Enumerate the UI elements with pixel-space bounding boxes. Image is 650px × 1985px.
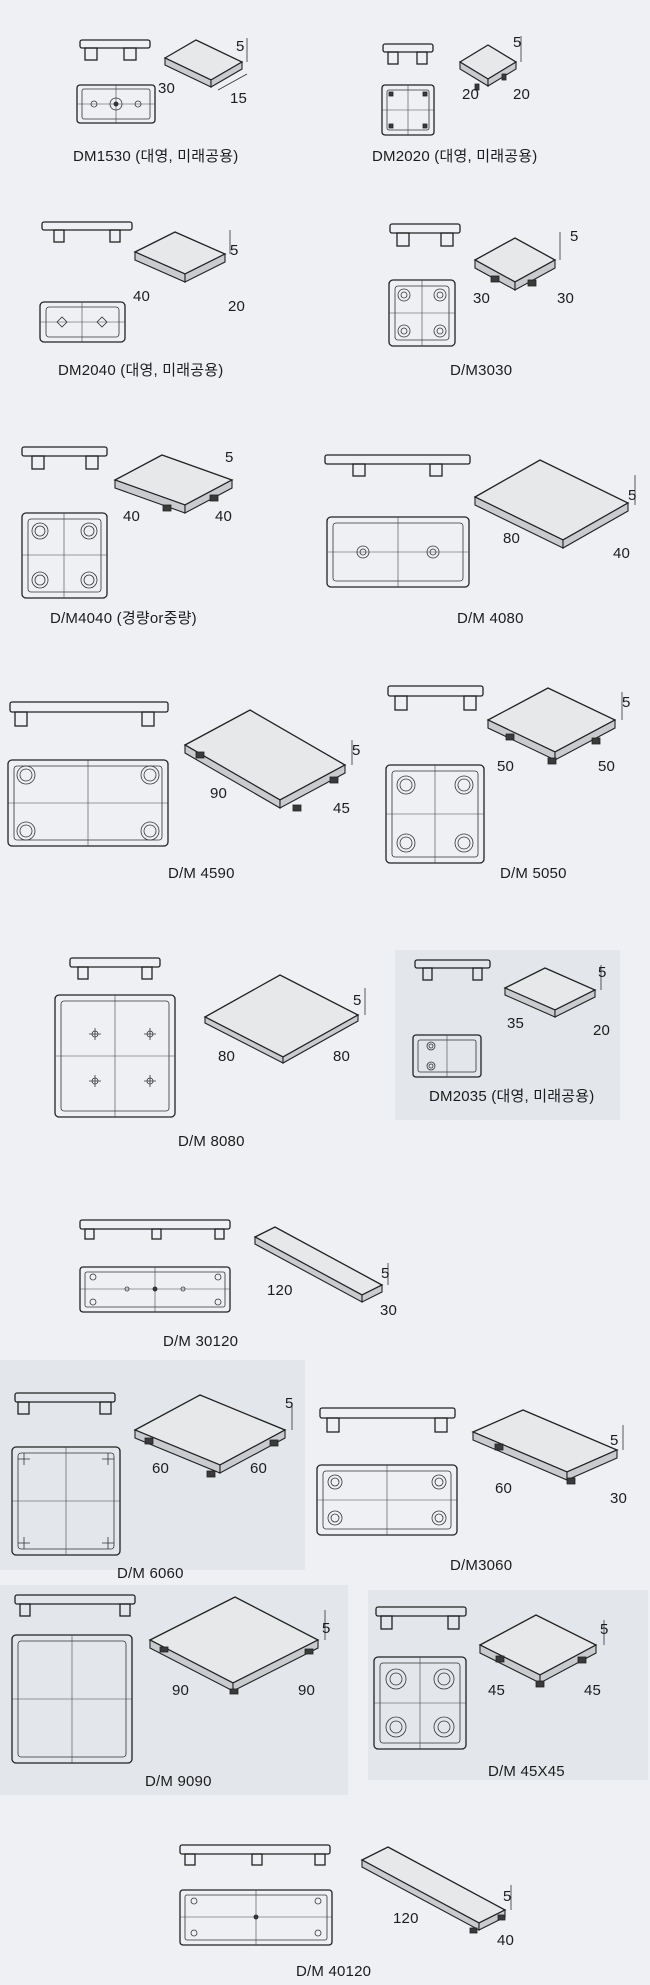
part-label: D/M 4080 [457, 610, 524, 627]
part-label: D/M 6060 [117, 1565, 184, 1582]
part-dm9090: 90 90 5 D/M 9090 [0, 1585, 348, 1795]
dim-label: 30 [473, 290, 491, 307]
dim-label: 5 [285, 1395, 294, 1412]
part-dm3030: 30 30 5 D/M3030 [325, 210, 650, 395]
dim-label: 80 [333, 1048, 351, 1065]
part-dm40120: 120 40 5 D/M 40120 [0, 1815, 650, 1985]
dim-label: 40 [497, 1932, 515, 1949]
dim-label: 60 [250, 1460, 268, 1477]
part-dm4080: 80 40 5 D/M 4080 [324, 435, 650, 635]
part-dm2020: 20 20 5 DM2020 (대영, 미래공용) [325, 0, 650, 175]
dim-label: 80 [218, 1048, 236, 1065]
part-dm8080-drawing [54, 957, 366, 1118]
part-dm4590: 90 45 5 D/M 4590 [0, 690, 370, 890]
part-dm4590-drawing [7, 701, 353, 847]
part-dm5050-drawing [385, 685, 623, 864]
part-label: DM2020 (대영, 미래공용) [372, 148, 538, 165]
dim-label: 5 [322, 1620, 331, 1637]
part-label: D/M 45X45 [488, 1763, 565, 1780]
part-label: D/M 8080 [178, 1133, 245, 1150]
part-label: D/M 40120 [296, 1963, 372, 1980]
dim-label: 5 [381, 1265, 390, 1282]
dim-label: 90 [298, 1682, 316, 1699]
part-label: D/M3030 [450, 362, 513, 379]
dim-label: 40 [123, 508, 141, 525]
dim-label: 30 [158, 80, 176, 97]
part-dm3060-drawing [316, 1407, 624, 1536]
dim-label: 15 [230, 90, 248, 107]
dim-label: 45 [488, 1682, 506, 1699]
dim-label: 50 [598, 758, 616, 775]
part-dm1530-drawing [76, 38, 248, 124]
dim-label: 40 [613, 545, 631, 562]
part-label: DM1530 (대영, 미래공용) [73, 148, 239, 165]
part-dm9090-drawing [11, 1594, 326, 1764]
dim-label: 5 [236, 38, 245, 55]
dim-label: 5 [598, 964, 607, 981]
dim-label: 20 [593, 1022, 611, 1039]
part-dm3030-drawing [388, 223, 561, 347]
dim-label: 40 [215, 508, 233, 525]
part-dm4080-drawing [324, 454, 636, 588]
dim-label: 5 [503, 1888, 512, 1905]
part-dm2035: 35 20 5 DM2035 (대영, 미래공용) [395, 950, 650, 1120]
dim-label: 30 [610, 1490, 628, 1507]
part-label: D/M3060 [450, 1557, 513, 1574]
dim-label: 5 [353, 992, 362, 1009]
part-dm45x45: 45 45 5 D/M 45X45 [368, 1595, 650, 1785]
dim-label: 5 [628, 487, 637, 504]
dim-label: 30 [557, 290, 575, 307]
part-dm6060: 60 60 5 D/M 6060 [0, 1375, 305, 1582]
dim-label: 120 [393, 1910, 419, 1927]
dim-label: 40 [133, 288, 151, 305]
dim-label: 45 [333, 800, 351, 817]
dim-label: 5 [600, 1621, 609, 1638]
part-dm40120-drawing [179, 1844, 512, 1946]
dim-label: 35 [507, 1015, 525, 1032]
part-dm3060: 60 30 5 D/M3060 [305, 1390, 650, 1580]
dim-label: 50 [497, 758, 515, 775]
part-dm2035-drawing [412, 959, 602, 1078]
part-label: D/M 9090 [145, 1773, 212, 1790]
dim-label: 80 [503, 530, 521, 547]
dim-label: 5 [230, 242, 239, 259]
dim-label: 30 [380, 1302, 398, 1319]
part-dm2040-drawing [39, 221, 231, 343]
dim-label: 5 [622, 694, 631, 711]
part-dm4040-drawing [21, 446, 234, 599]
part-dm2020-drawing [381, 36, 522, 136]
dim-label: 90 [210, 785, 228, 802]
dim-label: 20 [228, 298, 246, 315]
dim-label: 5 [513, 34, 522, 51]
part-dm30120-drawing [79, 1219, 389, 1313]
part-dm30120: 120 30 5 D/M 30120 [0, 1205, 650, 1360]
part-label: DM2035 (대영, 미래공용) [429, 1088, 595, 1105]
dim-label: 5 [225, 449, 234, 466]
dim-label: 5 [610, 1432, 619, 1449]
dim-label: 20 [513, 86, 531, 103]
dim-label: 90 [172, 1682, 190, 1699]
dim-label: 60 [152, 1460, 170, 1477]
part-label: D/M 30120 [163, 1333, 239, 1350]
dim-label: 5 [352, 742, 361, 759]
part-label: D/M4040 (경량or중량) [50, 610, 197, 627]
part-label: DM2040 (대영, 미래공용) [58, 362, 224, 379]
dim-label: 120 [267, 1282, 293, 1299]
part-dm8080: 80 80 5 D/M 8080 [0, 950, 395, 1165]
dim-label: 20 [462, 86, 480, 103]
part-label: D/M 5050 [500, 865, 567, 882]
part-dm4040: 40 40 5 D/M4040 (경량or중량) [0, 435, 325, 635]
part-dm45x45-drawing [373, 1606, 605, 1750]
dim-label: 45 [584, 1682, 602, 1699]
part-label: D/M 4590 [168, 865, 235, 882]
part-dm2040: 40 20 5 DM2040 (대영, 미래공용) [0, 210, 325, 395]
part-dm6060-drawing [11, 1392, 293, 1556]
dim-label: 60 [495, 1480, 513, 1497]
part-dm1530: 30 15 5 DM1530 (대영, 미래공용) [0, 0, 325, 175]
dim-label: 5 [570, 228, 579, 245]
part-dm5050: 50 50 5 D/M 5050 [370, 680, 650, 890]
